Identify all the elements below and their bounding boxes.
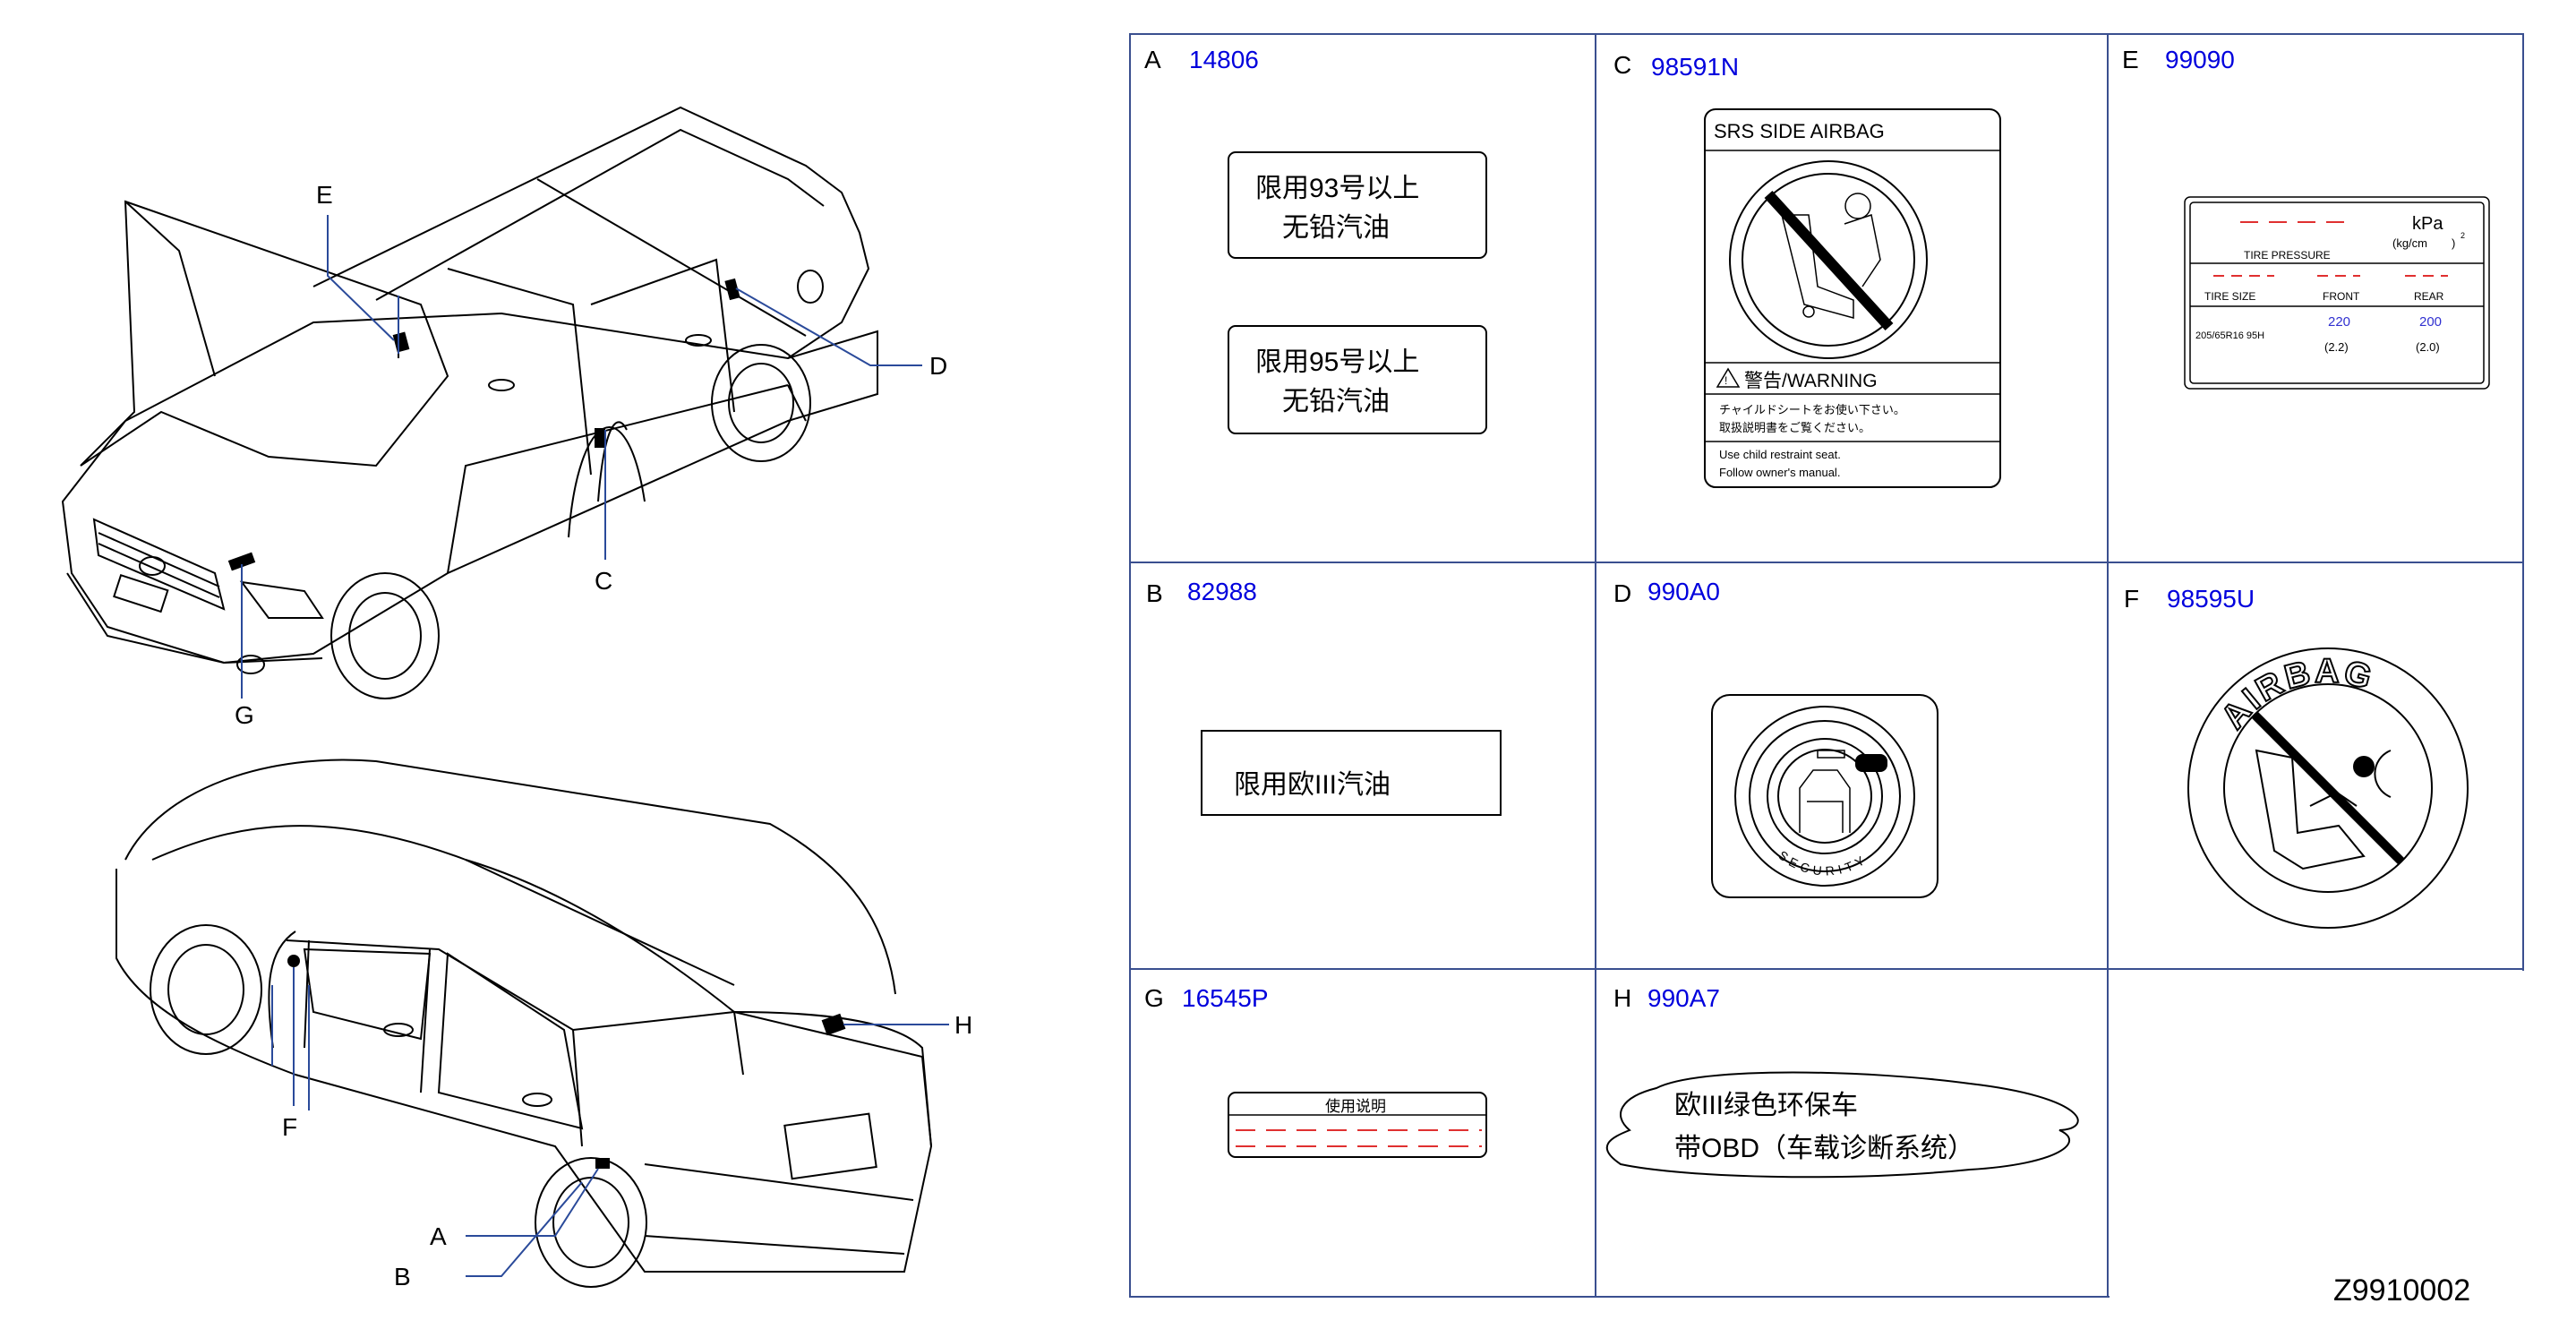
svg-text:2: 2 <box>2460 231 2465 240</box>
svg-text:AIRBAG: AIRBAG <box>2214 653 2378 736</box>
callout-d: D <box>929 352 947 380</box>
label-d-security: SECURITY <box>1711 694 1938 898</box>
diagram-code: Z9910002 <box>2333 1273 2470 1308</box>
svg-text:!: ! <box>1724 374 1727 387</box>
svg-text:): ) <box>2452 236 2455 250</box>
callout-g: G <box>235 701 254 729</box>
callout-b: B <box>394 1263 411 1290</box>
cell-d-part-number: 990A0 <box>1647 578 1720 605</box>
svg-text:チャイルドシートをお使い下さい。: チャイルドシートをお使い下さい。 <box>1719 403 1905 416</box>
leader-lines-front <box>241 215 922 699</box>
cell-c-part-number: 98591N <box>1651 53 1739 81</box>
callout-e: E <box>316 181 333 209</box>
svg-text:警告/WARNING: 警告/WARNING <box>1744 371 1878 391</box>
cell-f-part-number: 98595U <box>2167 585 2255 613</box>
label-f-airbag: AIRBAG <box>2187 647 2469 929</box>
label-marker-h <box>821 1013 846 1036</box>
cell-b-part-number: 82988 <box>1187 578 1257 605</box>
svg-text:带OBD（车载诊断系统）: 带OBD（车载诊断系统） <box>1674 1134 1974 1163</box>
svg-text:限用93号以上: 限用93号以上 <box>1255 174 1419 203</box>
car-front-view-illustration <box>61 106 878 699</box>
svg-text:205/65R16 95H: 205/65R16 95H <box>2195 330 2264 341</box>
label-g-instructions: 使用说明 <box>1228 1092 1487 1158</box>
cell-b-letter: B <box>1146 579 1163 607</box>
callout-f: F <box>282 1113 297 1141</box>
label-marker-a <box>595 1158 610 1169</box>
cell-a-part-number: 14806 <box>1189 46 1259 73</box>
svg-text:220: 220 <box>2328 314 2350 330</box>
cell-g-letter: G <box>1144 984 1164 1012</box>
svg-text:无铅汽油: 无铅汽油 <box>1282 213 1390 243</box>
label-marker-e <box>392 331 410 353</box>
label-h-obd: 欧III绿色环保车 带OBD（车载诊断系统） <box>1605 1071 2079 1179</box>
car-rear-view-illustration <box>116 759 933 1288</box>
cell-g-part-number: 16545P <box>1182 984 1269 1012</box>
label-e-tire-pressure: kPa (kg/cm ) 2 TIRE PRESSURE TIRE SIZE F… <box>2184 196 2490 390</box>
svg-text:限用95号以上: 限用95号以上 <box>1255 347 1419 377</box>
label-marker-f <box>287 955 300 967</box>
label-b: 限用欧III汽油 <box>1201 730 1502 816</box>
svg-text:Use child restraint: Use child restraint seat. <box>1719 448 1841 461</box>
leader-lines-rear <box>271 967 949 1277</box>
svg-text:限用欧III汽油: 限用欧III汽油 <box>1234 770 1391 800</box>
callout-h: H <box>954 1011 972 1039</box>
label-marker-g <box>227 552 256 571</box>
svg-text:200: 200 <box>2419 314 2442 330</box>
cell-c-letter: C <box>1613 51 1631 79</box>
label-a-95: 限用95号以上 无铅汽油 <box>1228 325 1487 434</box>
callout-a: A <box>430 1222 447 1250</box>
svg-text:kPa: kPa <box>2412 214 2443 234</box>
svg-text:(2.2): (2.2) <box>2324 340 2349 354</box>
cell-a-letter: A <box>1144 46 1161 73</box>
label-a-93: 限用93号以上 无铅汽油 <box>1228 151 1487 259</box>
cell-d-letter: D <box>1613 579 1631 607</box>
svg-text:取扱説明書をご覧ください。: 取扱説明書をご覧ください。 <box>1719 421 1870 434</box>
cell-h-letter: H <box>1613 984 1631 1012</box>
svg-text:欧III绿色环保车: 欧III绿色环保车 <box>1674 1091 1858 1120</box>
cell-e-letter: E <box>2122 46 2139 73</box>
svg-text:无铅汽油: 无铅汽油 <box>1282 387 1390 416</box>
cell-e-part-number: 99090 <box>2165 46 2235 73</box>
label-c-srs-side-airbag: SRS SIDE AIRBAG ! 警告/WARNING チャイルドシートをお使… <box>1704 108 2001 488</box>
svg-text:SRS SIDE AIRBAG: SRS SIDE AIRBAG <box>1714 120 1885 142</box>
callout-c: C <box>595 567 612 595</box>
svg-text:REAR: REAR <box>2414 290 2444 303</box>
svg-text:使用说明: 使用说明 <box>1325 1097 1386 1115</box>
svg-text:Follow owner's manual.: Follow owner's manual. <box>1719 466 1840 479</box>
cell-f-letter: F <box>2124 585 2139 613</box>
label-marker-d <box>724 278 740 301</box>
label-marker-c <box>595 428 605 448</box>
svg-text:TIRE PRESSURE: TIRE PRESSURE <box>2244 249 2331 262</box>
svg-text:FRONT: FRONT <box>2323 290 2360 303</box>
cell-h-part-number: 990A7 <box>1647 984 1720 1012</box>
svg-text:TIRE SIZE: TIRE SIZE <box>2204 290 2255 303</box>
svg-text:(kg/cm: (kg/cm <box>2392 236 2427 250</box>
svg-text:SECURITY: SECURITY <box>1776 847 1870 878</box>
svg-text:(2.0): (2.0) <box>2416 340 2440 354</box>
